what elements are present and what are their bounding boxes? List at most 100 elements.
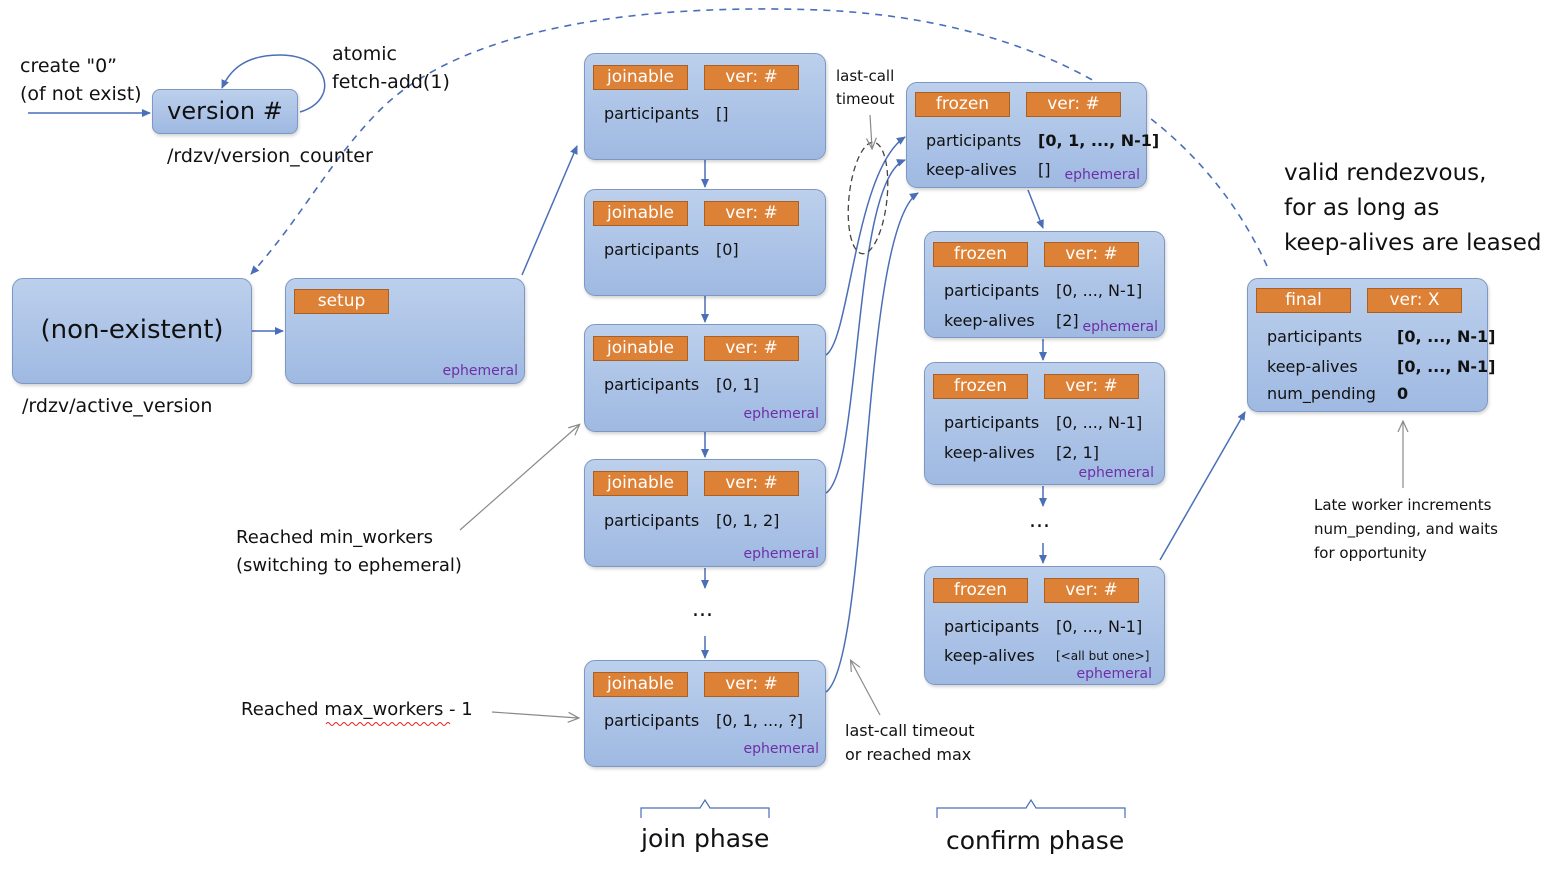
join-state-tag: joinable bbox=[593, 471, 688, 496]
final-box: final ver: X participants [0, ..., N-1] … bbox=[1247, 278, 1495, 412]
nonexistent-label: (non-existent) bbox=[40, 315, 224, 345]
frozen-box-4: frozen ver: # participants [0, ..., N-1]… bbox=[924, 566, 1165, 685]
join-box-4: joinable ver: # participants [0, 1, 2] e… bbox=[584, 459, 826, 567]
ephemeral-label: ephemeral bbox=[1064, 167, 1140, 183]
lastcall-or-max-line1: last-call timeout bbox=[845, 721, 975, 740]
participants-label: participants bbox=[604, 375, 700, 394]
participants-label: participants bbox=[944, 281, 1040, 300]
join-ellipsis: ... bbox=[692, 597, 713, 622]
participants-value: [0, 1, ..., ?] bbox=[716, 711, 804, 730]
keepalives-value: [2, 1] bbox=[1056, 443, 1100, 462]
lastcall-or-max-line2: or reached max bbox=[845, 745, 972, 764]
join-phase-label: join phase bbox=[641, 824, 770, 853]
setup-to-join-arrow bbox=[521, 145, 578, 276]
late-note-line1: Late worker increments bbox=[1314, 496, 1492, 514]
timeout-ellipse bbox=[847, 141, 889, 255]
participants-label: participants bbox=[944, 413, 1040, 432]
participants-value: [0, ..., N-1] bbox=[1056, 281, 1143, 300]
final-state-tag: final bbox=[1256, 288, 1351, 313]
create-label-line1: create "0” bbox=[20, 55, 118, 77]
keepalives-value: [<all but one>] bbox=[1056, 649, 1150, 663]
confirm-phase-brace bbox=[936, 798, 1126, 818]
frozen-state-tag: frozen bbox=[933, 242, 1028, 267]
create-label-line2: (of not exist) bbox=[20, 83, 142, 105]
ephemeral-label: ephemeral bbox=[1078, 465, 1154, 481]
ephemeral-label: ephemeral bbox=[743, 741, 819, 757]
atomic-label-line1: atomic bbox=[332, 43, 397, 65]
participants-value: [0, ..., N-1] bbox=[1056, 413, 1143, 432]
keepalives-label: keep-alives bbox=[1267, 357, 1358, 376]
setup-ephemeral-label: ephemeral bbox=[442, 363, 518, 379]
join-state-tag: joinable bbox=[593, 201, 688, 226]
valid-note-line3: keep-alives are leased bbox=[1284, 230, 1542, 256]
keepalives-value: [0, ..., N-1] bbox=[1397, 357, 1496, 376]
active-version-path: /rdzv/active_version bbox=[22, 395, 213, 417]
min-workers-note-line1: Reached min_workers bbox=[236, 527, 434, 548]
fetch-add-loop bbox=[221, 54, 326, 113]
join-box-2: joinable ver: # participants [0] bbox=[584, 189, 826, 296]
frozen-box-2: frozen ver: # participants [0, ..., N-1]… bbox=[924, 231, 1165, 338]
join-phase-brace bbox=[640, 798, 770, 818]
join-version-tag: ver: # bbox=[704, 65, 799, 90]
frozen-to-final-arrow bbox=[1159, 411, 1246, 561]
lastmax-pointer bbox=[851, 661, 881, 716]
ephemeral-label: ephemeral bbox=[743, 406, 819, 422]
version-counter-box: version # bbox=[152, 89, 298, 134]
spell-squiggle bbox=[325, 722, 451, 726]
join5-to-frozen-arrow bbox=[825, 192, 919, 693]
setup-state-tag: setup bbox=[294, 289, 389, 314]
reset-dashed-curve bbox=[250, 8, 1268, 275]
num-pending-label: num_pending bbox=[1267, 384, 1376, 403]
confirm-phase-label: confirm phase bbox=[946, 826, 1125, 855]
frozen-state-tag: frozen bbox=[933, 374, 1028, 399]
join-version-tag: ver: # bbox=[704, 672, 799, 697]
participants-label: participants bbox=[604, 104, 700, 123]
participants-label: participants bbox=[926, 131, 1022, 150]
keepalives-value: [2] bbox=[1056, 311, 1079, 330]
frozen-state-tag: frozen bbox=[915, 92, 1010, 117]
join4-to-frozen-arrow bbox=[825, 159, 906, 494]
valid-note-line2: for as long as bbox=[1284, 195, 1440, 221]
keepalives-label: keep-alives bbox=[944, 311, 1035, 330]
frozen-version-tag: ver: # bbox=[1044, 242, 1139, 267]
join-version-tag: ver: # bbox=[704, 336, 799, 361]
participants-value: [0] bbox=[716, 240, 739, 259]
max-workers-note: Reached max_workers - 1 bbox=[241, 699, 473, 720]
final-version-tag: ver: X bbox=[1367, 288, 1462, 313]
setup-box: setup ephemeral bbox=[285, 278, 525, 384]
keepalives-label: keep-alives bbox=[926, 160, 1017, 179]
frozen-state-tag: frozen bbox=[933, 578, 1028, 603]
nonexistent-box: (non-existent) bbox=[12, 278, 252, 384]
version-counter-path: /rdzv/version_counter bbox=[167, 145, 373, 167]
frozen-version-tag: ver: # bbox=[1044, 374, 1139, 399]
keepalives-label: keep-alives bbox=[944, 443, 1035, 462]
ephemeral-label: ephemeral bbox=[743, 546, 819, 562]
participants-value: [0, ..., N-1] bbox=[1397, 327, 1496, 346]
lastcall-note-line1: last-call bbox=[836, 67, 895, 85]
participants-label: participants bbox=[1267, 327, 1363, 346]
late-note-line2: num_pending, and waits bbox=[1314, 520, 1498, 538]
min-workers-pointer bbox=[459, 425, 579, 531]
join-box-5: joinable ver: # participants [0, 1, ...,… bbox=[584, 660, 826, 767]
confirm-ellipsis: ... bbox=[1029, 508, 1050, 533]
join-box-3: joinable ver: # participants [0, 1] ephe… bbox=[584, 324, 826, 432]
frozen-box-1: frozen ver: # participants [0, 1, ..., N… bbox=[906, 82, 1159, 188]
participants-value: [] bbox=[716, 104, 729, 123]
join-state-tag: joinable bbox=[593, 672, 688, 697]
num-pending-value: 0 bbox=[1397, 384, 1409, 403]
join-state-tag: joinable bbox=[593, 65, 688, 90]
participants-value: [0, 1] bbox=[716, 375, 760, 394]
max-workers-pointer bbox=[491, 711, 578, 718]
frozen-version-tag: ver: # bbox=[1026, 92, 1121, 117]
participants-value: [0, ..., N-1] bbox=[1056, 617, 1143, 636]
participants-value: [0, 1, 2] bbox=[716, 511, 780, 530]
participants-label: participants bbox=[604, 511, 700, 530]
frozen-box-3: frozen ver: # participants [0, ..., N-1]… bbox=[924, 362, 1165, 485]
ephemeral-label: ephemeral bbox=[1076, 666, 1152, 682]
late-note-line3: for opportunity bbox=[1314, 544, 1427, 562]
participants-value: [0, 1, ..., N-1] bbox=[1038, 131, 1160, 150]
participants-label: participants bbox=[604, 240, 700, 259]
lastcall-pointer bbox=[870, 114, 872, 148]
min-workers-note-line2: (switching to ephemeral) bbox=[236, 555, 462, 576]
